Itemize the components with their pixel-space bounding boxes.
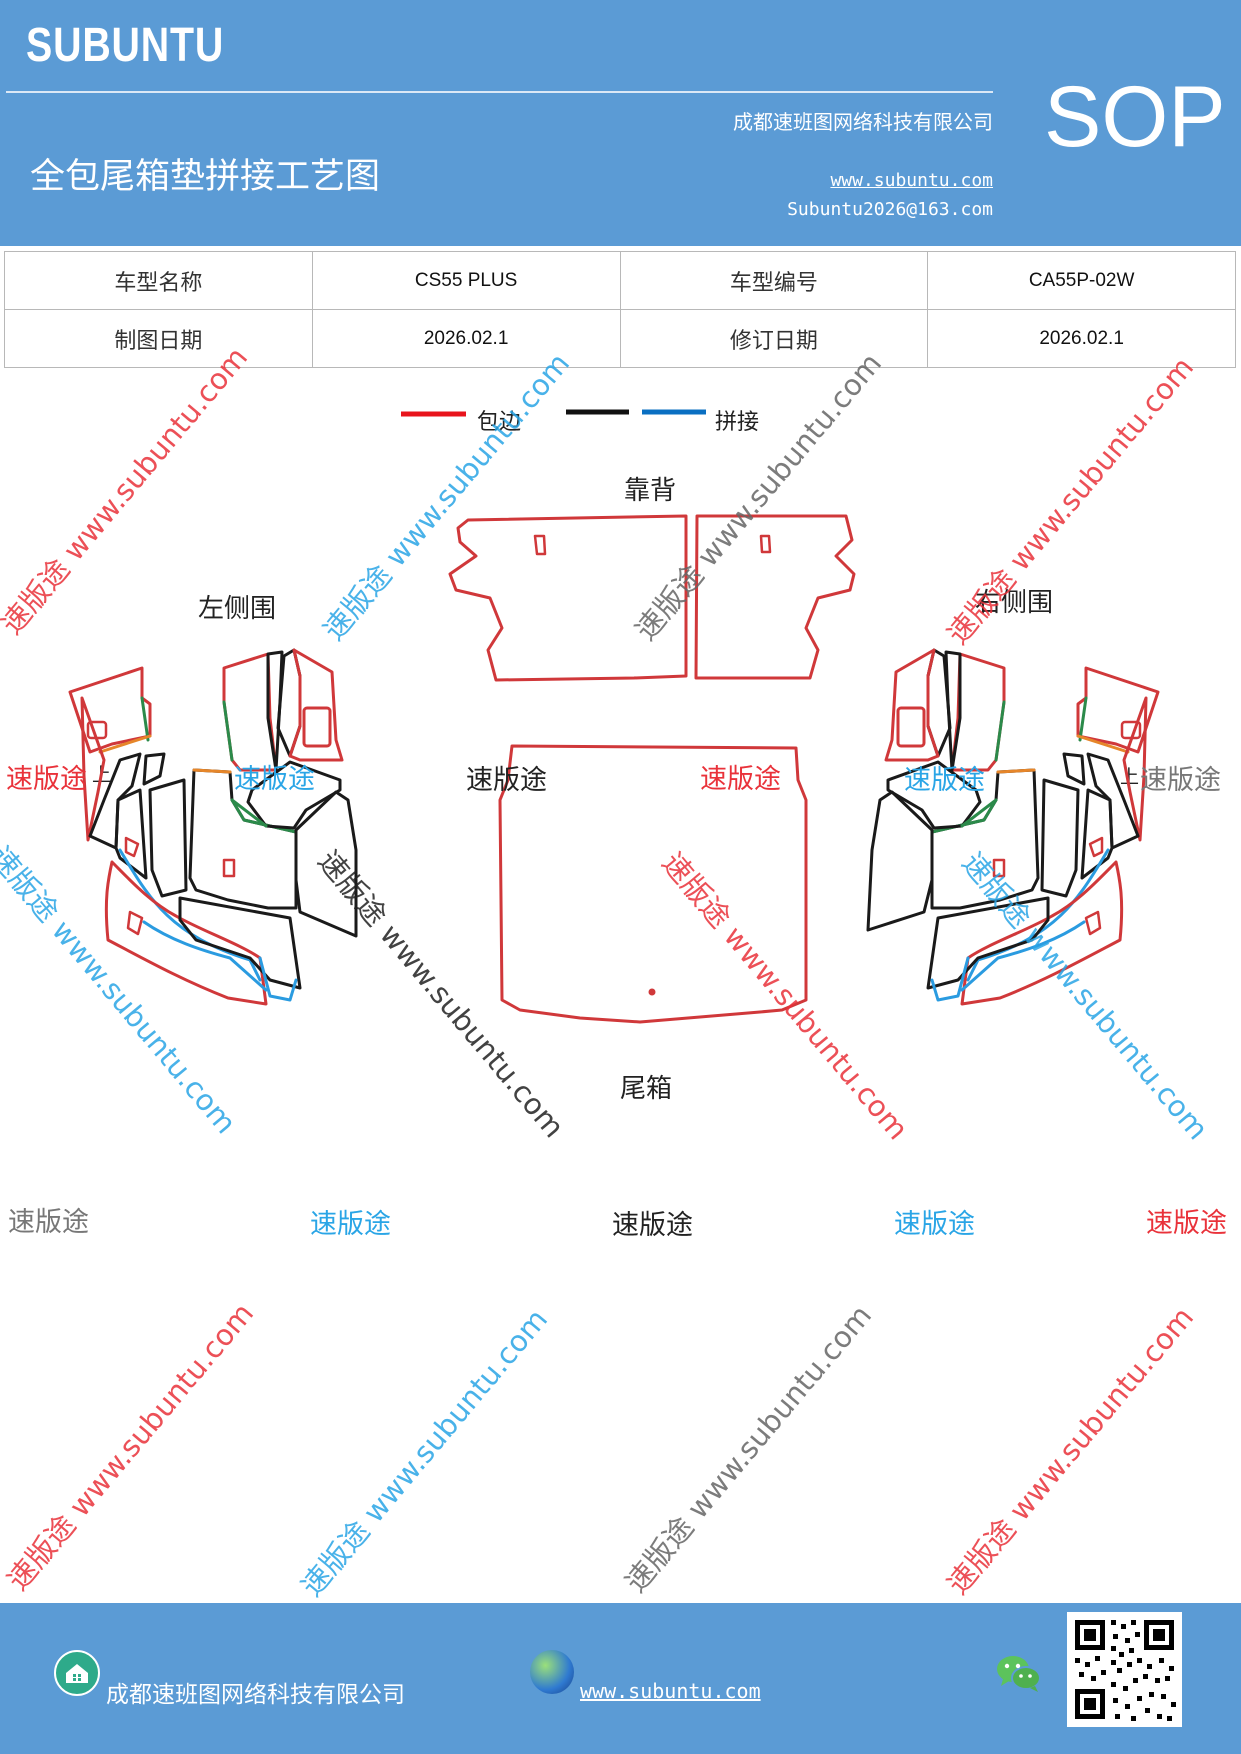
- legend-label-hem: 包边: [477, 410, 522, 435]
- watermark-text: 速版途: [1146, 1208, 1227, 1239]
- backrest-right-piece: [694, 514, 856, 680]
- table-row: 制图日期 2026.02.1 修订日期 2026.02.1: [4, 309, 1236, 368]
- globe-icon: [530, 1650, 574, 1694]
- draw-date-label: 制图日期: [4, 309, 313, 368]
- legend-lines: [401, 409, 706, 417]
- footer-banner: 成都速班图网络科技有限公司 www.subuntu.com: [0, 1603, 1241, 1754]
- draw-date-value: 2026.02.1: [311, 309, 621, 368]
- qr-code-pattern: [1075, 1620, 1176, 1721]
- watermark-text: 速版途: [310, 1209, 391, 1240]
- backrest-left-slot: [533, 534, 547, 556]
- legend-label-splice: 拼接: [715, 410, 760, 435]
- header-divider: [6, 91, 993, 93]
- revision-date-value: 2026.02.1: [927, 309, 1236, 368]
- sop-badge: SOP: [1044, 69, 1226, 165]
- table-row: 车型名称 CS55 PLUS 车型编号 CA55P-02W: [4, 251, 1236, 310]
- header-banner: SUBUNTU 成都速班图网络科技有限公司 全包尾箱垫拼接工艺图 www.sub…: [0, 0, 1241, 246]
- right-side-pieces: [866, 648, 1160, 1006]
- company-name: 成都速班图网络科技有限公司: [733, 110, 993, 134]
- watermark-text: 速版途: [234, 764, 315, 795]
- watermark-text: 速版途: [904, 765, 985, 796]
- watermark-text: 速版途: [700, 764, 781, 795]
- home-icon-glyph: [66, 1664, 88, 1683]
- backrest-right-slot: [759, 534, 772, 554]
- footer-company-name: 成都速班图网络科技有限公司: [106, 1682, 405, 1708]
- home-icon: [54, 1650, 100, 1696]
- watermark-text: 速版途: [466, 765, 547, 796]
- watermark-text: 速版途: [612, 1210, 693, 1241]
- model-code-value: CA55P-02W: [927, 251, 1236, 310]
- wechat-icon[interactable]: [995, 1653, 1043, 1695]
- model-code-label: 车型编号: [619, 251, 929, 310]
- page-title: 全包尾箱垫拼接工艺图: [30, 157, 381, 197]
- left-side-label: 左侧围: [198, 594, 277, 624]
- backrest-label: 靠背: [624, 476, 677, 506]
- watermark-text: 速版途: [8, 1207, 89, 1238]
- right-side-label: 右侧围: [975, 588, 1054, 618]
- info-table: 车型名称 CS55 PLUS 车型编号 CA55P-02W 制图日期 2026.…: [4, 251, 1236, 368]
- revision-date-label: 修订日期: [619, 309, 929, 368]
- watermark-text: 速版途: [6, 764, 87, 795]
- trunk-label: 尾箱: [620, 1074, 673, 1104]
- website-link[interactable]: www.subuntu.com: [830, 170, 993, 191]
- brand-logo: SUBUNTU: [26, 19, 225, 72]
- footer-website-link[interactable]: www.subuntu.com: [580, 1679, 761, 1703]
- qr-code[interactable]: [1067, 1612, 1182, 1727]
- email-address: Subuntu2026@163.com: [787, 199, 993, 220]
- trunk-floor-hole: [648, 988, 656, 996]
- model-name-value: CS55 PLUS: [311, 251, 621, 310]
- model-name-label: 车型名称: [4, 251, 313, 310]
- backrest-left-piece: [448, 514, 688, 682]
- watermark-text: 速版途: [894, 1209, 975, 1240]
- watermark-text: 速版途: [1140, 765, 1221, 796]
- left-side-pieces: [68, 648, 358, 1006]
- trunk-floor-piece: [498, 744, 808, 1024]
